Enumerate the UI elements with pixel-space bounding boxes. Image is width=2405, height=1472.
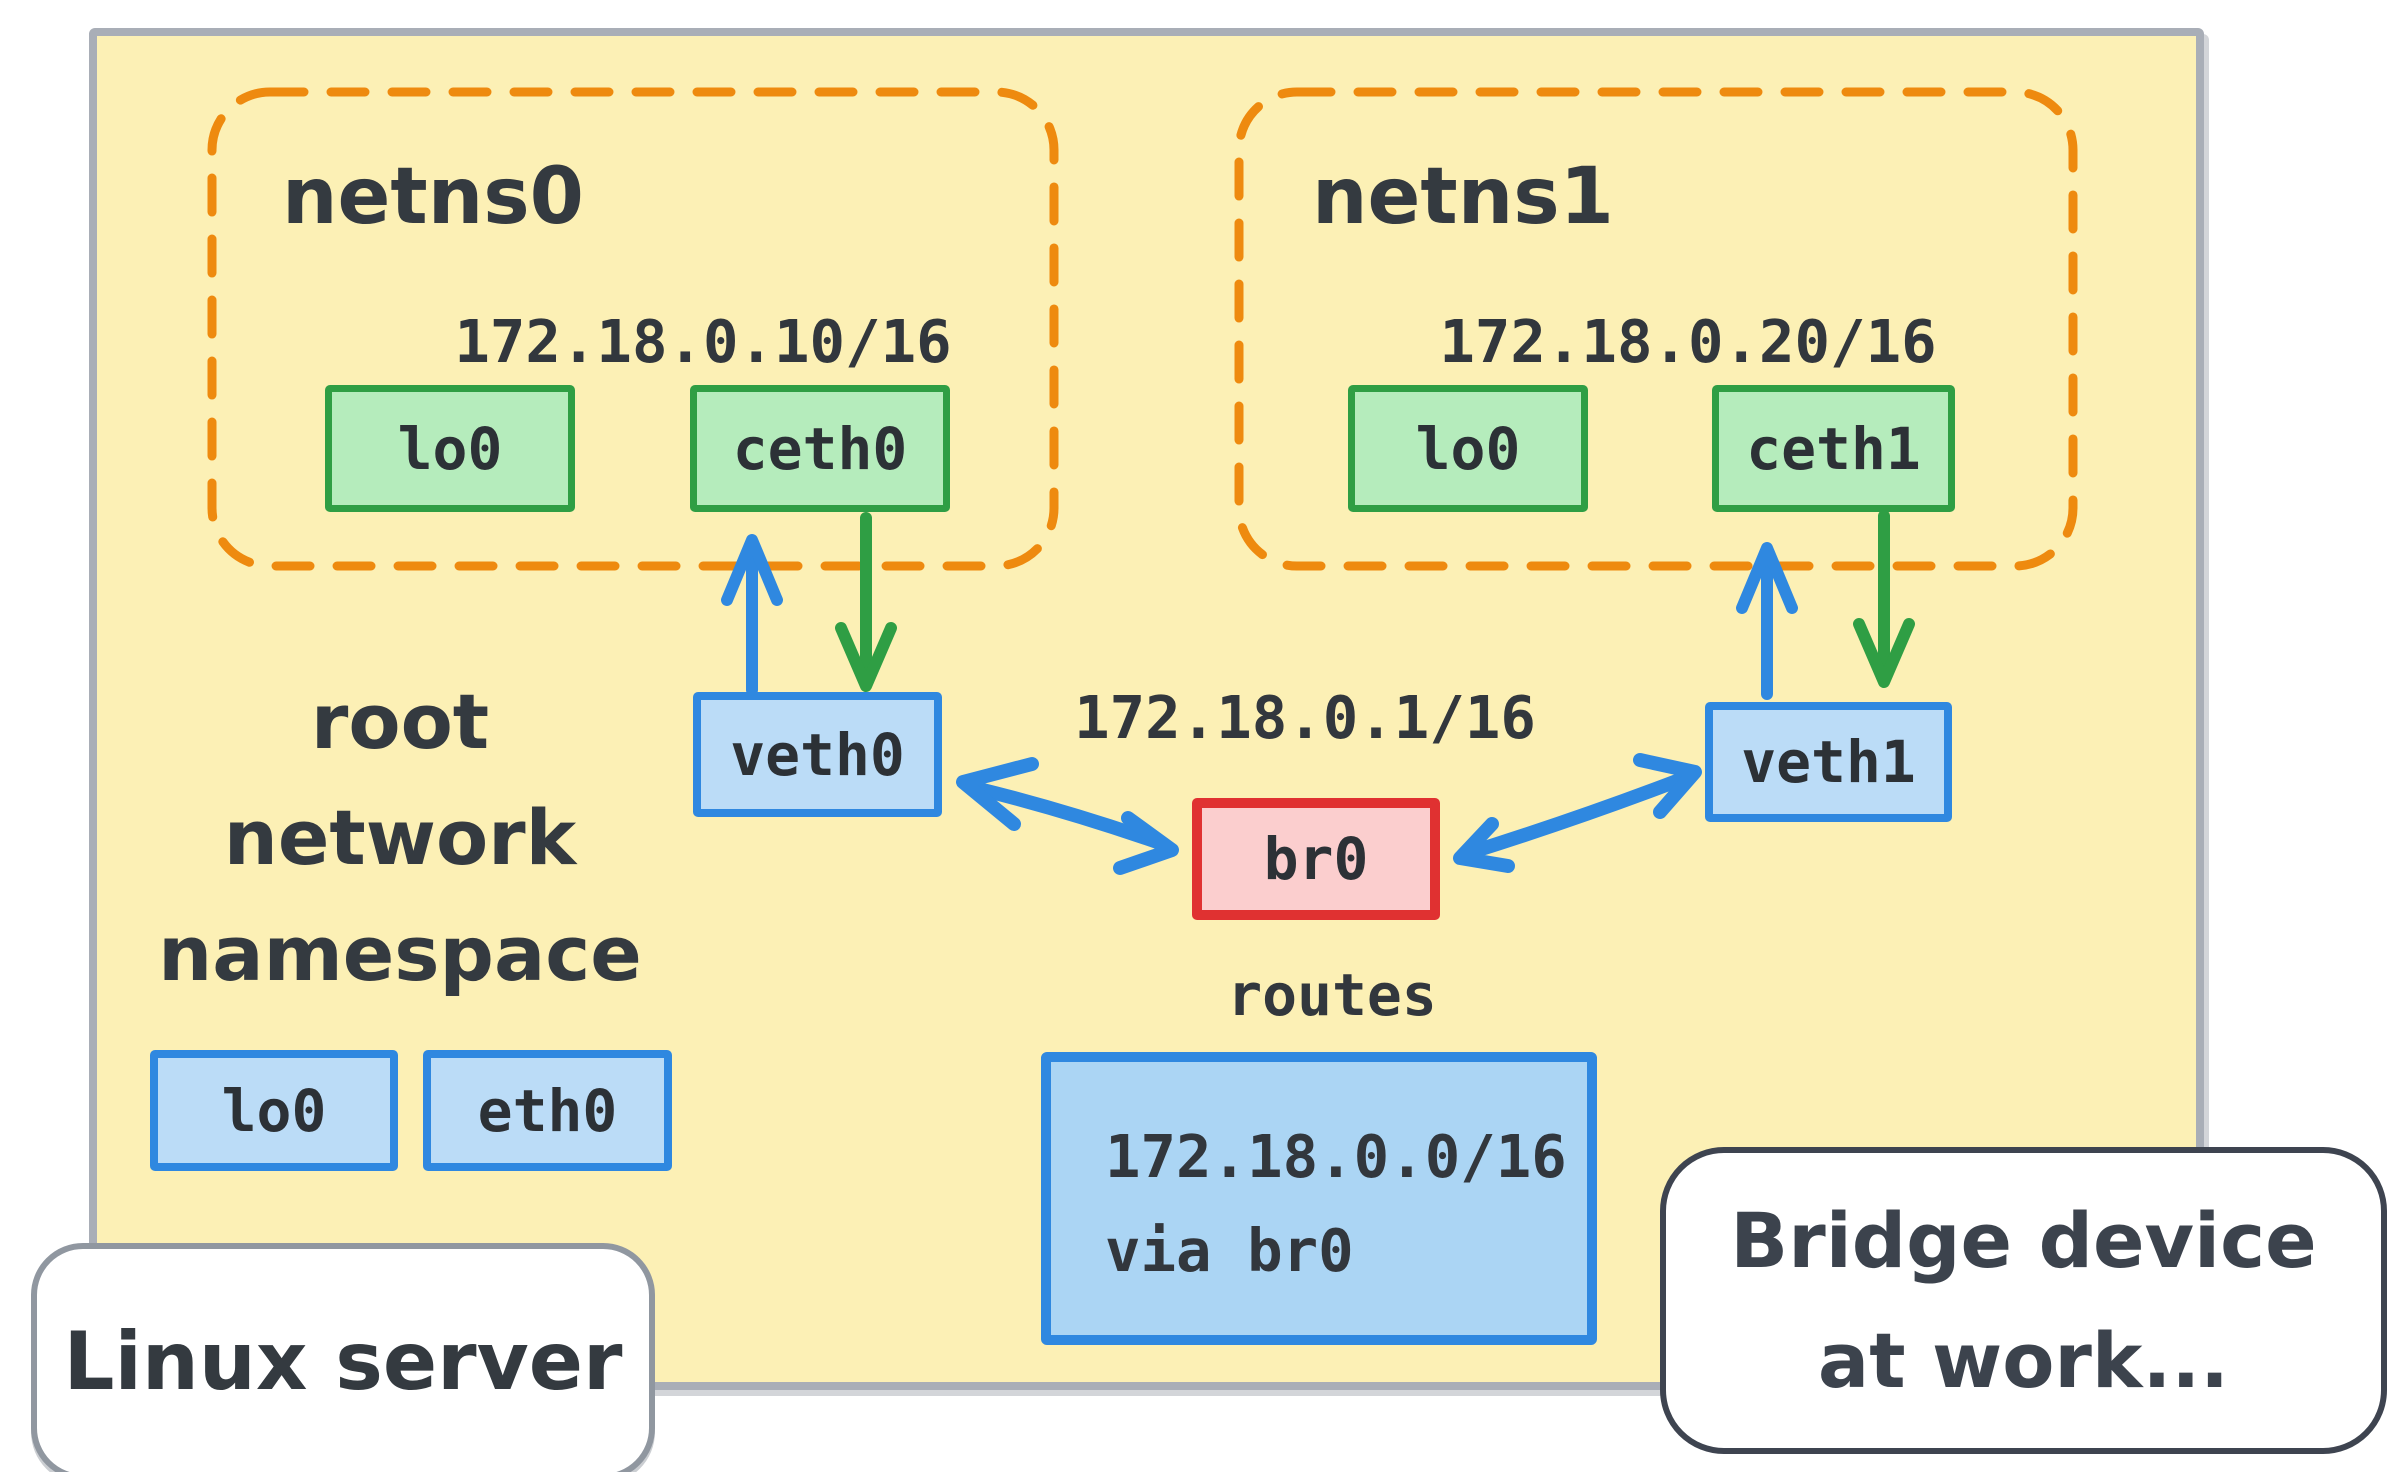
routes-box: 172.18.0.0/16 via br0 bbox=[1041, 1052, 1597, 1345]
veth0-box: veth0 bbox=[693, 692, 942, 817]
netns0-ceth0-box: ceth0 bbox=[690, 385, 950, 512]
bridge-br0-box: br0 bbox=[1192, 798, 1440, 920]
netns1-ip-label: 172.18.0.20/16 bbox=[1439, 307, 1937, 376]
bridge-callout: Bridge device at work... bbox=[1660, 1147, 2387, 1454]
root-namespace-line1: root bbox=[310, 677, 490, 766]
route-entry-network: 172.18.0.0/16 bbox=[1105, 1122, 1567, 1191]
netns1-title: netns1 bbox=[1312, 152, 1614, 242]
bridge-ip-label: 172.18.0.1/16 bbox=[1074, 683, 1536, 752]
root-namespace-line3: namespace bbox=[158, 909, 642, 998]
bridge-callout-line1: Bridge device bbox=[1730, 1195, 2317, 1285]
bridge-callout-line2: at work... bbox=[1817, 1315, 2230, 1405]
root-namespace-label: root network namespace bbox=[150, 664, 650, 1012]
netns1-lo0-box: lo0 bbox=[1348, 385, 1588, 512]
netns0-lo0-box: lo0 bbox=[325, 385, 575, 512]
linux-server-label: Linux server bbox=[63, 1314, 623, 1408]
route-entry-via: via br0 bbox=[1105, 1216, 1354, 1285]
netns0-ip-label: 172.18.0.10/16 bbox=[454, 307, 952, 376]
root-lo0-box: lo0 bbox=[150, 1050, 398, 1171]
netns0-title: netns0 bbox=[282, 152, 584, 242]
linux-server-callout: Linux server bbox=[31, 1243, 655, 1472]
veth1-box: veth1 bbox=[1705, 702, 1952, 822]
netns1-ceth1-box: ceth1 bbox=[1712, 385, 1955, 512]
root-namespace-line2: network bbox=[223, 793, 577, 882]
routes-title: routes bbox=[1227, 961, 1437, 1029]
root-eth0-box: eth0 bbox=[423, 1050, 672, 1171]
